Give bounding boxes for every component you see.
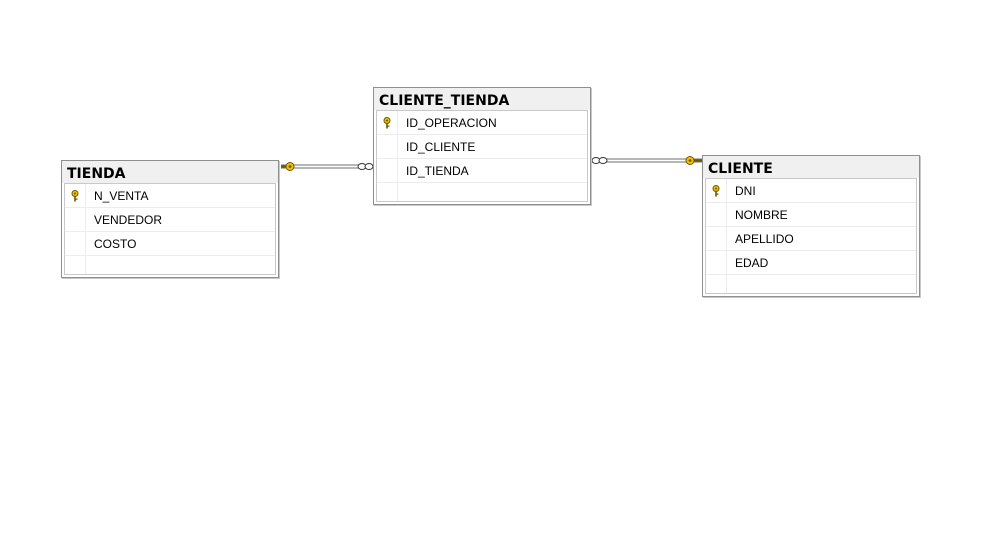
column-name: ID_CLIENTE <box>406 139 476 154</box>
column-row[interactable]: ID_CLIENTE <box>377 135 587 159</box>
column-name: COSTO <box>94 236 137 251</box>
column-name: ID_OPERACION <box>406 115 497 130</box>
column-row[interactable]: ID_TIENDA <box>377 159 587 183</box>
column-name: APELLIDO <box>735 231 794 246</box>
key-icon <box>281 162 295 171</box>
column-list: DNI NOMBRE APELLIDO EDAD <box>705 178 917 294</box>
row-gutter <box>377 183 398 201</box>
column-name: VENDEDOR <box>94 212 163 227</box>
row-gutter <box>377 159 398 182</box>
column-list: ID_OPERACION ID_CLIENTE ID_TIENDA <box>376 110 588 202</box>
infinity-icon <box>357 163 374 170</box>
column-list: N_VENTA VENDEDOR COSTO <box>64 183 276 275</box>
table-title: CLIENTE <box>703 156 919 178</box>
row-gutter <box>377 135 398 158</box>
column-name: NOMBRE <box>735 207 788 222</box>
column-row[interactable]: NOMBRE <box>706 203 916 227</box>
row-gutter <box>65 256 86 274</box>
empty-row[interactable] <box>377 183 587 201</box>
column-row[interactable]: ID_OPERACION <box>377 111 587 135</box>
column-row[interactable]: APELLIDO <box>706 227 916 251</box>
column-row[interactable]: EDAD <box>706 251 916 275</box>
table-title: TIENDA <box>62 161 278 183</box>
column-name: N_VENTA <box>94 188 149 203</box>
key-icon <box>706 179 727 202</box>
table-title: CLIENTE_TIENDA <box>374 88 590 110</box>
empty-row[interactable] <box>65 256 275 274</box>
relationship-tienda-cliente-tienda[interactable] <box>281 162 374 171</box>
row-gutter <box>706 275 727 293</box>
column-name: ID_TIENDA <box>406 163 469 178</box>
table-cliente-tienda[interactable]: CLIENTE_TIENDA ID_OPERACION ID_CLIENTE I… <box>373 87 591 205</box>
row-gutter <box>706 251 727 274</box>
column-name: DNI <box>735 183 756 198</box>
column-row[interactable]: VENDEDOR <box>65 208 275 232</box>
column-row[interactable]: N_VENTA <box>65 184 275 208</box>
column-row[interactable]: COSTO <box>65 232 275 256</box>
key-icon <box>685 156 702 165</box>
column-name: EDAD <box>735 255 769 270</box>
empty-row[interactable] <box>706 275 916 293</box>
table-tienda[interactable]: TIENDA N_VENTA VENDEDOR COSTO <box>61 160 279 278</box>
row-gutter <box>65 208 86 231</box>
key-icon <box>65 184 86 207</box>
row-gutter <box>65 232 86 255</box>
table-cliente[interactable]: CLIENTE DNI NOMBRE APELLIDO EDAD <box>702 155 920 297</box>
row-gutter <box>706 227 727 250</box>
infinity-icon <box>591 157 608 164</box>
row-gutter <box>706 203 727 226</box>
key-icon <box>377 111 398 134</box>
relationship-cliente-cliente-tienda[interactable] <box>591 156 702 165</box>
column-row[interactable]: DNI <box>706 179 916 203</box>
